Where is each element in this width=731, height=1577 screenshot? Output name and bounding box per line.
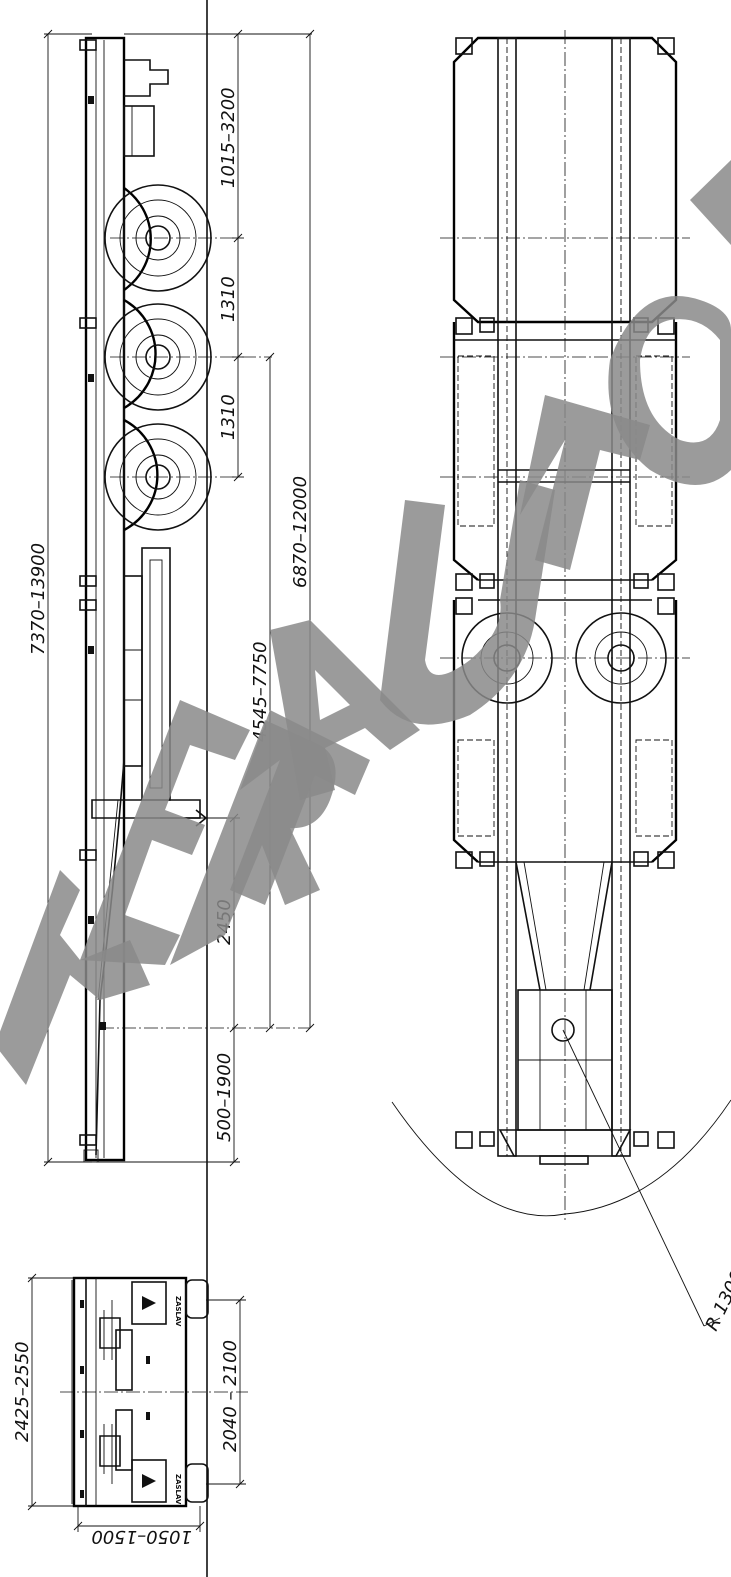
axle-spacing-2-label: 1310 bbox=[218, 394, 239, 440]
watermark bbox=[0, 160, 731, 1085]
axle-spacing-1-label: 1310 bbox=[218, 276, 239, 322]
rear-view-brand-top: ZASLAV bbox=[174, 1296, 182, 1327]
kingpin-setback-label: 500–1900 bbox=[214, 1053, 235, 1142]
watermark-letter-a bbox=[270, 620, 420, 800]
watermark-letter-c bbox=[0, 870, 150, 1085]
turning-radius-arc bbox=[391, 1099, 731, 1217]
overall-width-label: 2425–2550 bbox=[12, 1341, 33, 1442]
coupling-height-label: 1050–1500 bbox=[91, 1526, 192, 1547]
kingpin bbox=[551, 1018, 575, 1042]
watermark-letter-u bbox=[380, 480, 555, 725]
track-width-label: 2040 – 2100 bbox=[220, 1340, 241, 1452]
front-overhang-label: 1015–3200 bbox=[218, 87, 239, 188]
rear-view: ZASLAV ZASLAV bbox=[60, 1276, 248, 1508]
side-view bbox=[79, 0, 310, 1577]
kingpin-to-rear-axle-label: 6870–12000 bbox=[290, 476, 311, 588]
twist-lock-markers bbox=[79, 39, 106, 1146]
watermark-letter-e bbox=[80, 700, 250, 965]
watermark-letter-t2 bbox=[520, 395, 650, 570]
side-view-dimensions bbox=[43, 29, 315, 1167]
watermark-letter-o bbox=[608, 296, 731, 485]
watermark-letter-fragment bbox=[690, 160, 731, 245]
side-view-labels: 7370–13900 1015–3200 1310 1310 4545–7750… bbox=[28, 87, 311, 1142]
radius-leader-line bbox=[562, 1029, 705, 1327]
overall-length-label: 7370–13900 bbox=[28, 543, 49, 655]
kingpin-to-front-axle-label: 4545–7750 bbox=[250, 641, 271, 742]
wheel-front bbox=[104, 418, 212, 532]
rear-view-brand-bottom: ZASLAV bbox=[174, 1474, 182, 1505]
rear-view-dimensions: 2425–2550 2040 – 2100 1050–1500 bbox=[12, 1273, 246, 1547]
turning-radius-label: R 1300–2040 bbox=[702, 1218, 731, 1334]
watermark-letter-t bbox=[230, 710, 370, 905]
wheel-middle bbox=[104, 298, 212, 411]
